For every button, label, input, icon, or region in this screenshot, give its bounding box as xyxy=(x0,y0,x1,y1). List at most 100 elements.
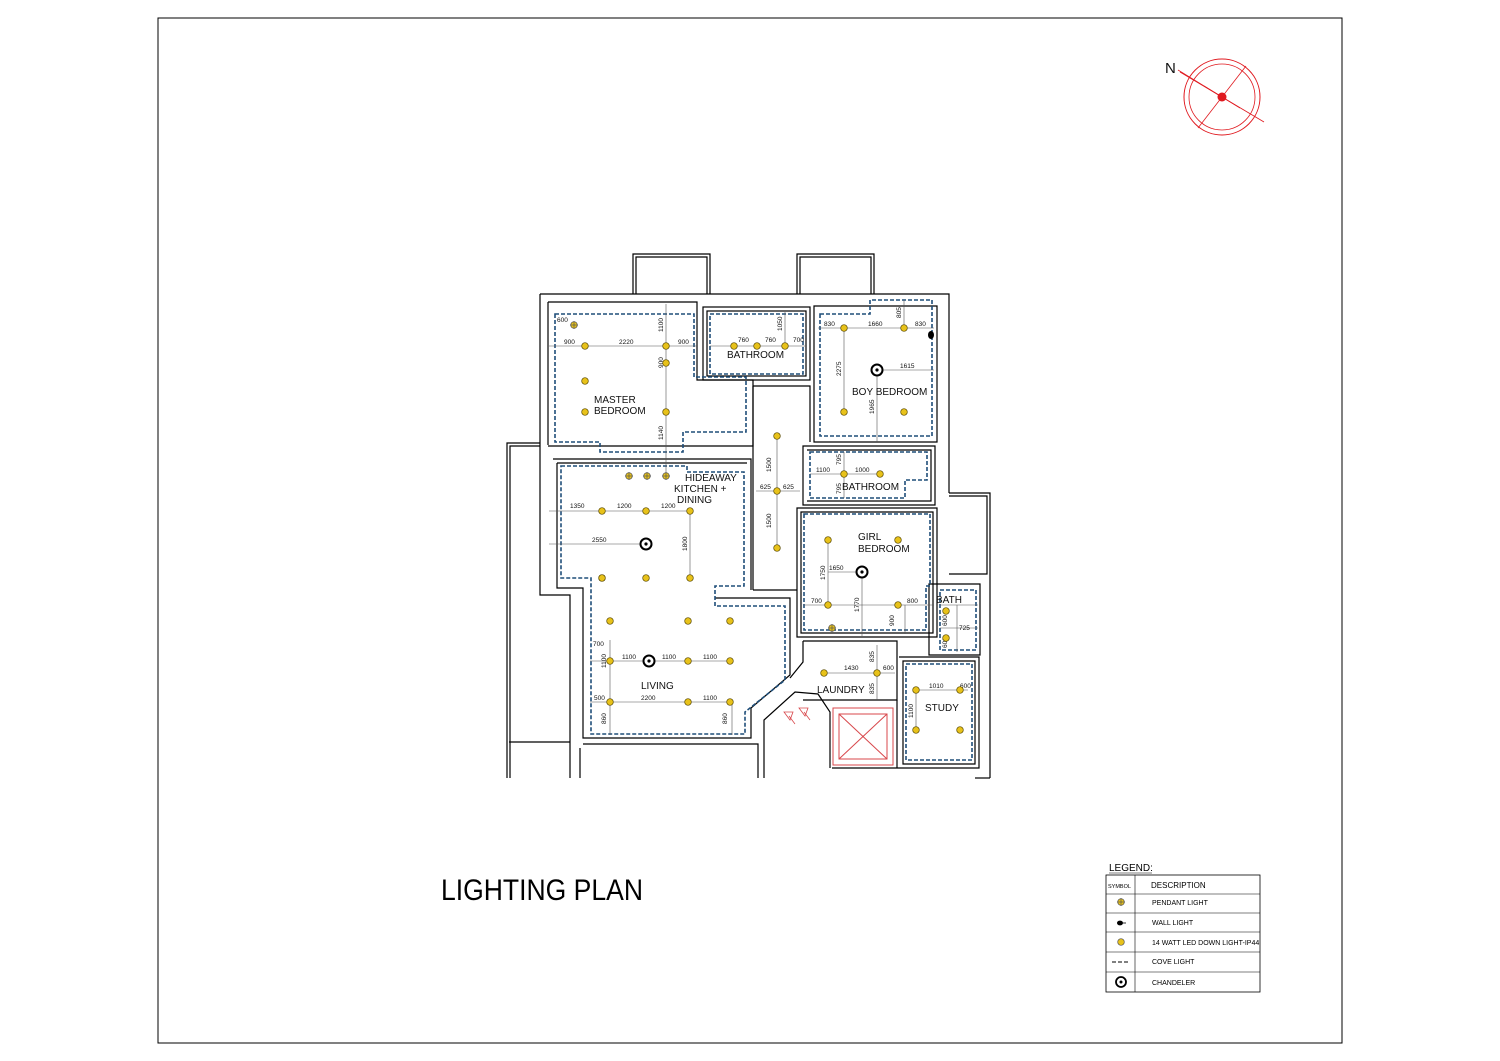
pendant-light-icon xyxy=(643,472,651,480)
dim-label: 1010 xyxy=(929,683,944,690)
room-label-bath: BATH xyxy=(936,595,962,606)
dim-label: 1350 xyxy=(570,503,585,510)
dim-label: 700 xyxy=(811,598,822,605)
downlight-icon xyxy=(686,507,694,515)
dim-label: 725 xyxy=(959,625,970,632)
downlight-icon xyxy=(894,536,902,544)
dim-label: 1660 xyxy=(868,321,883,328)
dim-label: 2220 xyxy=(619,339,634,346)
dim-label: 1615 xyxy=(900,363,915,370)
dim-label: 860 xyxy=(601,713,608,724)
plan-title: LIGHTING PLAN xyxy=(441,874,643,907)
room-label-hideaway: DINING xyxy=(677,495,712,506)
dim-label: 860 xyxy=(722,713,729,724)
room-label-master-bedroom: MASTER xyxy=(594,395,636,406)
legend-item-description: PENDANT LIGHT xyxy=(1152,900,1209,907)
downlight-icon xyxy=(684,698,692,706)
downlight-icon xyxy=(581,377,589,385)
legend-description-header: DESCRIPTION xyxy=(1151,881,1206,890)
dim-label: 795 xyxy=(836,483,843,494)
downlight-icon xyxy=(662,408,670,416)
lift-shaft xyxy=(832,707,894,766)
dim-label: 900 xyxy=(564,339,575,346)
dim-label: 625 xyxy=(783,484,794,491)
downlight-icon xyxy=(956,726,964,734)
dim-label: 900 xyxy=(889,615,896,626)
downlight-icon xyxy=(942,634,950,642)
dim-label: 805 xyxy=(896,307,903,318)
dim-label: 1500 xyxy=(766,457,773,472)
downlight-icon xyxy=(598,574,606,582)
downlight-icon xyxy=(730,342,738,350)
downlight-icon xyxy=(840,324,848,332)
downlight-icon xyxy=(753,342,761,350)
dim-label: 1100 xyxy=(703,695,717,702)
downlight-icon xyxy=(773,487,781,495)
wall-light-icon xyxy=(1117,920,1126,926)
pendant-light-icon xyxy=(662,472,670,480)
dim-label: 900 xyxy=(678,339,689,346)
downlight-icon xyxy=(686,574,694,582)
downlight-icon xyxy=(684,657,692,665)
room-label-girl-bedroom: BEDROOM xyxy=(858,544,910,555)
dim-label: 1650 xyxy=(829,565,844,572)
dim-label: 2550 xyxy=(592,537,607,544)
chandelier-icon xyxy=(1115,976,1127,988)
downlight-icon xyxy=(684,617,692,625)
downlight-icon xyxy=(606,617,614,625)
downlight-icon xyxy=(824,536,832,544)
downlight-icon xyxy=(781,342,789,350)
room-label-girl-bedroom: GIRL xyxy=(858,532,882,543)
downlight-icon xyxy=(598,507,606,515)
dim-label: 1770 xyxy=(854,597,861,612)
downlight-icon xyxy=(894,601,902,609)
dim-label: 600 xyxy=(557,317,568,324)
chandelier-icon xyxy=(642,654,656,668)
room-label-study: STUDY xyxy=(925,703,959,714)
north-compass-icon xyxy=(1177,58,1265,136)
cove-lights xyxy=(554,299,977,761)
downlight-icon xyxy=(942,607,950,615)
dim-label: 1430 xyxy=(844,665,859,672)
dim-label: 835 xyxy=(869,651,876,662)
downlight-icon xyxy=(662,342,670,350)
dim-label: 1100 xyxy=(601,654,608,668)
chandelier-icon xyxy=(870,363,884,377)
dim-label: 1200 xyxy=(617,503,632,510)
legend-title: LEGEND: xyxy=(1109,863,1153,874)
room-label-living: LIVING xyxy=(641,681,674,692)
dim-label: 1100 xyxy=(662,654,676,661)
legend-item-description: WALL LIGHT xyxy=(1152,920,1194,927)
dim-label: 835 xyxy=(869,683,876,694)
downlight-icon xyxy=(773,544,781,552)
room-label-hideaway: HIDEAWAY xyxy=(685,473,737,484)
downlight-icon xyxy=(900,408,908,416)
downlight-icon xyxy=(840,470,848,478)
dim-label: 625 xyxy=(760,484,771,491)
downlight-icon xyxy=(606,657,614,665)
dim-label: 700 xyxy=(593,641,604,648)
downlight-icon xyxy=(824,601,832,609)
dim-label: 800 xyxy=(907,598,918,605)
downlight-icon xyxy=(1117,938,1125,946)
chandelier-icon xyxy=(639,537,653,551)
downlight-icon xyxy=(726,617,734,625)
downlight-icon xyxy=(820,669,828,677)
wall-light-icon xyxy=(928,331,934,339)
chandelier-icon xyxy=(855,565,869,579)
room-label-master-bedroom: BEDROOM xyxy=(594,406,646,417)
legend: LEGEND: SYMBOL DESCRIPTION PENDANT LIGHT… xyxy=(1105,863,1261,993)
dim-label: 1140 xyxy=(658,426,665,440)
dim-label: 600 xyxy=(942,637,949,648)
downlight-icon xyxy=(956,686,964,694)
dim-label: 1965 xyxy=(869,399,876,414)
downlight-icon xyxy=(581,408,589,416)
dim-label: 1750 xyxy=(820,565,827,580)
dim-label: 795 xyxy=(836,454,843,465)
dim-label: 760 xyxy=(738,337,749,344)
dim-label: 600 xyxy=(942,615,949,626)
legend-item-description: 14 WATT LED DOWN LIGHT-IP44 xyxy=(1152,940,1259,947)
downlight-icon xyxy=(840,408,848,416)
downlight-icon xyxy=(726,657,734,665)
dim-label: 1050 xyxy=(777,316,784,331)
